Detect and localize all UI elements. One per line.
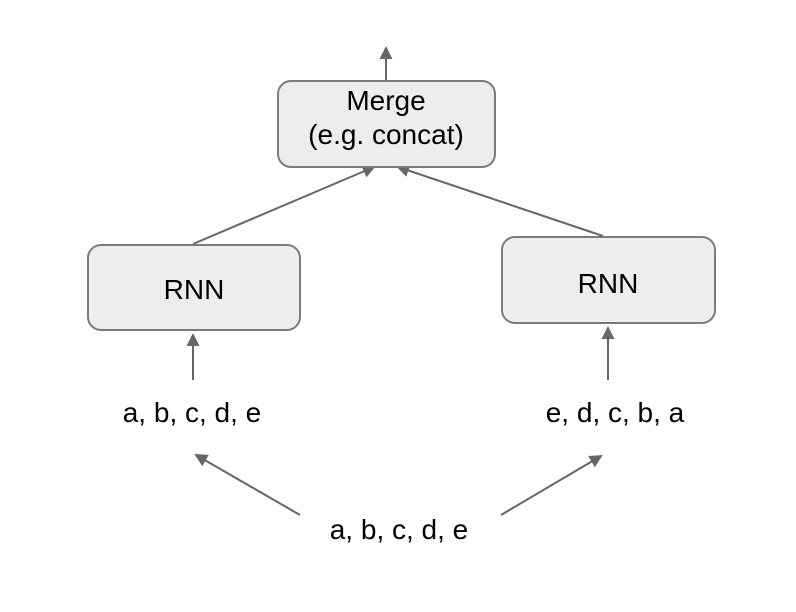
- merge-label-line2: (e.g. concat): [308, 119, 464, 150]
- rnn-left-node-box: [87, 244, 301, 331]
- rnn-right-node-box: [501, 236, 716, 324]
- sequence-left-text: a, b, c, d, e: [123, 397, 262, 428]
- rnn-right-label: RNN: [578, 268, 639, 299]
- merge-label-line1: Merge: [346, 85, 425, 116]
- sequence-input-text: a, b, c, d, e: [330, 514, 469, 545]
- arrow-rnn-left-to-merge: [192, 165, 376, 245]
- arrow-rnn-right-to-merge: [396, 164, 604, 237]
- rnn-left-label: RNN: [164, 274, 225, 305]
- merge-node-box: [277, 80, 496, 168]
- arrow-input-to-sequence-right: [500, 455, 603, 516]
- sequence-right-text: e, d, c, b, a: [546, 397, 685, 428]
- arrow-input-to-sequence-left: [194, 454, 301, 516]
